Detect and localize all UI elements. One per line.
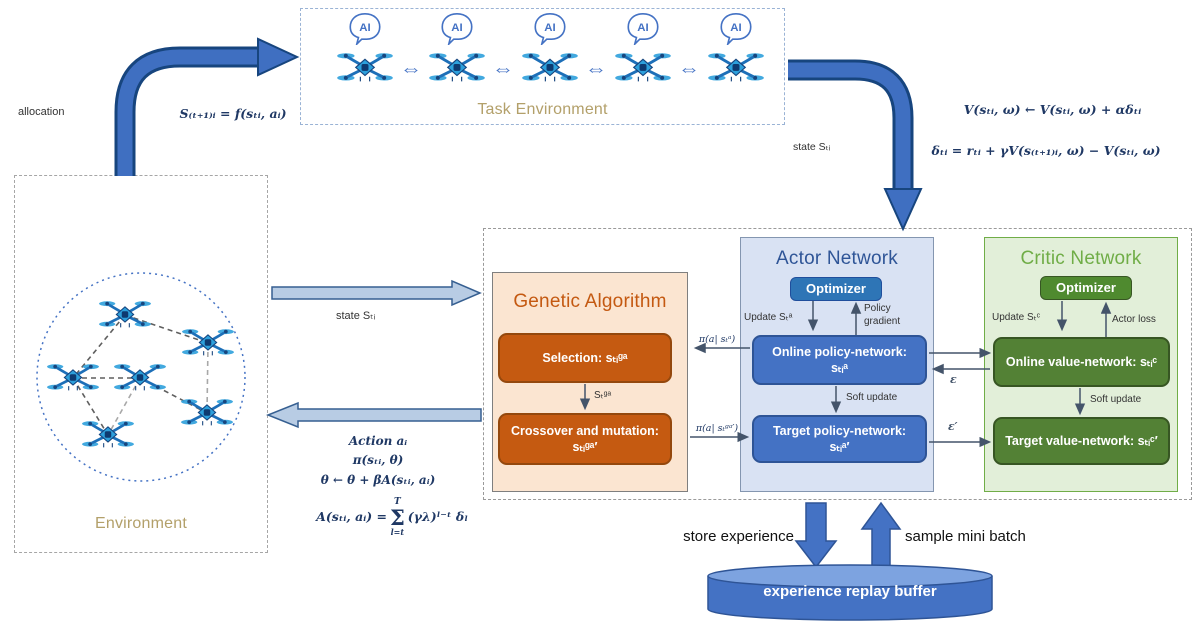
- exchange-arrow-icon: ⇔: [585, 56, 607, 81]
- td-error-formula: δₜᵢ = rₜᵢ + γV(s₍ₜ₊₁₎ᵢ, ω) − V(sₜᵢ, ω): [931, 143, 1161, 158]
- online-value-network-node: Online value-network: sₜᵢᶜ: [993, 337, 1170, 387]
- critic-update-label: Update Sₜᶜ: [992, 312, 1041, 323]
- actor-update-label: Update Sₜᵃ: [744, 312, 793, 323]
- environment-panel: Environment: [14, 175, 268, 553]
- state-left-label: state Sₜᵢ: [336, 310, 376, 322]
- critic-optimizer-node: Optimizer: [1040, 276, 1132, 300]
- ga-step-label: Sₜᵍᵃ: [594, 390, 612, 401]
- actor-optimizer-node: Optimizer: [790, 277, 882, 301]
- replay-buffer-label: experience replay buffer: [763, 583, 937, 600]
- action-block-arrow: [265, 401, 482, 429]
- store-experience-arrow: [794, 502, 838, 569]
- environment-title: Environment: [94, 515, 188, 532]
- actor-soft-update-label: Soft update: [846, 392, 898, 403]
- task-environment-panel: Task Environment: [300, 8, 785, 125]
- selection-node: Selection: sₜᵢᵍᵃ: [498, 333, 672, 383]
- exchange-arrow-icon: ⇔: [678, 56, 700, 81]
- value-update-formula: V(sₜᵢ, ω) ← V(sₜᵢ, ω) + αδₜᵢ: [963, 102, 1142, 117]
- genetic-algorithm-title: Genetic Algorithm: [513, 291, 667, 312]
- critic-soft-update-label: Soft update: [1090, 394, 1142, 405]
- epsilon-label: ε: [950, 373, 957, 386]
- actor-network-title: Actor Network: [776, 248, 898, 269]
- policy-formula: π(sₜᵢ, θ): [352, 453, 404, 467]
- ga-output-label: π(a| sₜᵍᵃ′): [695, 423, 739, 434]
- state-block-arrow: [271, 279, 482, 307]
- target-value-network-node: Target value-network: sₜᵢᶜ′: [993, 417, 1170, 465]
- transition-formula: S₍ₜ₊₁₎ᵢ = f(sₜᵢ, aᵢ): [179, 106, 287, 121]
- sample-minibatch-arrow: [860, 501, 902, 568]
- target-policy-network-node: Target policy-network: sₜᵢᵃ′: [752, 415, 927, 463]
- online-policy-network-node: Online policy-network: sₜᵢᵃ: [752, 335, 927, 385]
- exchange-arrow-icon: ⇔: [400, 56, 422, 81]
- ga-input-label: π(a| sₜᵃ): [698, 334, 736, 345]
- epsilon-prime-label: ε′: [948, 420, 958, 433]
- advantage-formula: A(sₜᵢ, aᵢ) = T Σ l=t (γλ)ˡ⁻ᵗ δₗ: [282, 497, 502, 537]
- state-top-label: state Sₜᵢ: [793, 141, 831, 153]
- advantage-rhs: (γλ)ˡ⁻ᵗ δₗ: [407, 509, 468, 525]
- store-experience-label: store experience: [683, 528, 794, 545]
- task-environment-title: Task Environment: [477, 101, 608, 118]
- action-label: Action aᵢ: [348, 434, 408, 448]
- policy-gradient-label: Policy gradient: [864, 303, 901, 327]
- allocation-label: allocation: [18, 106, 65, 118]
- critic-network-title: Critic Network: [1020, 248, 1142, 269]
- actor-loss-label: Actor loss: [1112, 314, 1156, 325]
- sum-symbol: T Σ l=t: [389, 497, 405, 537]
- exchange-arrow-icon: ⇔: [492, 56, 514, 81]
- theta-update-formula: θ ← θ + βA(sₜᵢ, aᵢ): [320, 473, 436, 487]
- sample-minibatch-label: sample mini batch: [905, 528, 1026, 545]
- advantage-lhs: A(sₜᵢ, aᵢ) =: [316, 509, 387, 525]
- crossover-mutation-node: Crossover and mutation: sₜᵢᵍᵃ′: [498, 413, 672, 465]
